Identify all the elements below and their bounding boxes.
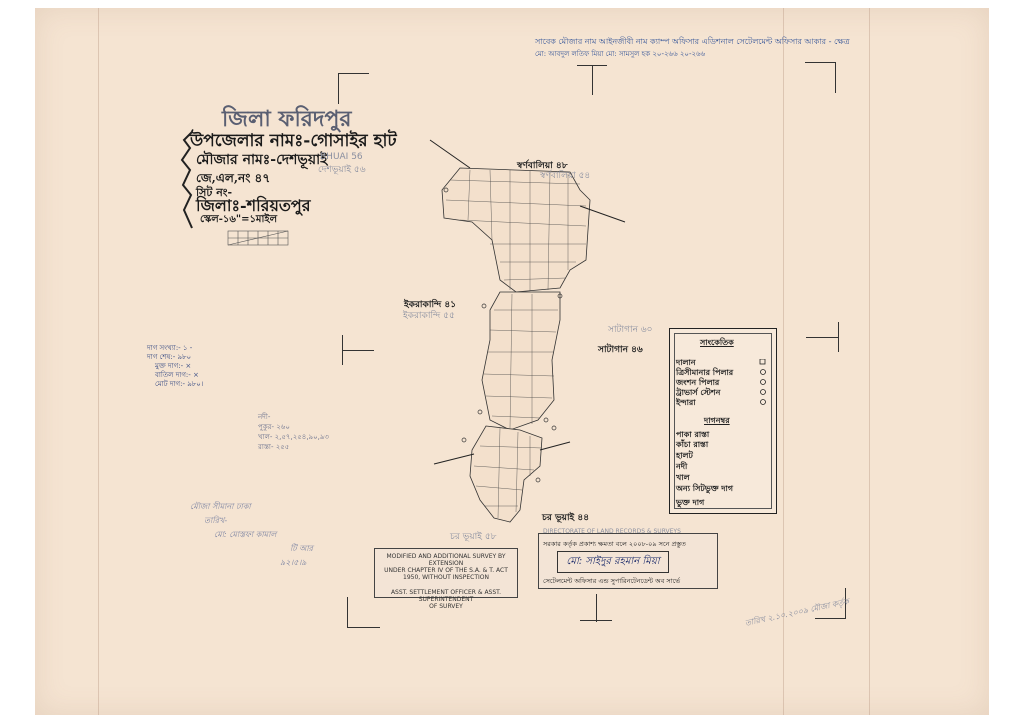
crop-mark: [805, 62, 836, 93]
legend-item: অন্য সিটভুক্ত দাগ: [676, 484, 734, 493]
neighbor-west: ইকরাকান্দি ৪১: [404, 300, 457, 310]
crop-mark: [342, 335, 344, 365]
fold-line: [98, 8, 99, 715]
note-line: নদী-: [258, 413, 271, 421]
neighbor-north-alt: স্বর্ণবালিয়া ৫৪: [540, 171, 591, 181]
handwritten-notes: মৌজা সীমানা ঢাকা তারিখ- মো: মোস্তফা কামা…: [190, 500, 313, 570]
approval-stamp-right: DIRECTORATE OF LAND RECORDS & SURVEYS সর…: [538, 528, 718, 589]
neighbor-east: সাটাগান ৪৬: [598, 345, 643, 355]
legend-item: ইন্দারা: [676, 398, 696, 407]
district-title-top: জিলা ফরিদপুর: [222, 106, 352, 132]
neighbor-south: চর ভূয়াই ৪৪: [542, 513, 590, 523]
stamp-line: ASST. SETTLEMENT OFFICER & ASST. SUPERIN…: [390, 589, 502, 603]
neighbor-west-alt: ইকরাকান্দি ৫৫: [403, 311, 455, 321]
scale-label: স্কেল-১৬"=১মাইল: [200, 214, 278, 225]
legend-symbols: [759, 359, 766, 405]
upazila-title: উপজেলার নামঃ-গোসাইর হাট: [190, 131, 397, 151]
handwritten-line: টি আর: [290, 544, 313, 553]
crop-mark: [338, 73, 369, 104]
sheet-number: সিট নং-: [196, 186, 233, 199]
parcel-stats: দাগ সংখ্যা:- ১ - দাগ শেষ:- ৯৮০ মুক্ত দাগ…: [147, 344, 203, 389]
crop-mark: [592, 65, 594, 95]
stamp-line: 1950, WITHOUT INSPECTION: [403, 574, 489, 581]
crop-mark: [347, 597, 380, 628]
legend-item: ভুক্ত দাগ: [676, 498, 705, 507]
stat-line: মোট দাগ:- ৯৮০।: [155, 380, 204, 388]
neighbor-south-alt: চর ভূয়াই ৫৮: [450, 532, 497, 542]
note-line: পুকুর- ২৬০: [258, 423, 290, 431]
legend-title: সাংকেতিক: [700, 338, 734, 347]
neighbor-north: স্বর্ণবালিয়া ৪৮: [517, 161, 568, 171]
stamp-line: UNDER CHAPTER IV OF THE S.A. & T. ACT: [384, 567, 508, 574]
survey-stamp-left: MODIFIED AND ADDITIONAL SURVEY BY EXTENS…: [374, 548, 518, 610]
land-type-notes: নদী- পুকুর- ২৬০ খাল- ২,৫৭,২৫৪,৯০,৯৩ রাস্…: [258, 412, 329, 452]
handwritten-line: ৯২।৫।৯: [280, 558, 307, 567]
crop-mark: [596, 594, 598, 622]
header-line-1: সাবেক মৌজার নাম আইনজীবী নাম ক্যাম্প অফিস…: [535, 37, 850, 46]
fold-line: [783, 8, 784, 715]
handwritten-line: মৌজা সীমানা ঢাকা: [190, 502, 251, 511]
scale-bar: [227, 230, 289, 246]
legend-frame: [674, 333, 772, 509]
stamp-faint: DIRECTORATE OF LAND RECORDS & SURVEYS: [543, 528, 681, 535]
stamp-bottom: সেটেলমেন্ট অফিসার এন্ড সুপারিনটেনডেন্ট অ…: [543, 577, 681, 585]
neighbor-east-alt: সাটাগান ৬০: [608, 325, 653, 335]
stamp-top: সরকার কর্তৃক প্রকাশ্য ক্ষমতা বলে ২০০৮-০৯…: [543, 540, 686, 548]
mouza-map: [429, 139, 626, 523]
header-line-2: মো: আবদুল লতিফ মিয়া মো: সামসুল হক ২০-২৬…: [535, 50, 706, 58]
district-title: জিলাঃ-শরিয়তপুর: [196, 196, 311, 215]
faint-bengali-name: দেশভূয়াই ৫৬: [318, 165, 366, 175]
stamp-line: MODIFIED AND ADDITIONAL SURVEY BY EXTENS…: [386, 553, 506, 567]
legend-item: খাল: [676, 473, 690, 482]
stat-line: দাগ শেষ:- ৯৮০: [147, 353, 192, 361]
handwritten-line: তারিখ-: [204, 516, 228, 525]
legend-item: জংশন পিলার: [676, 378, 720, 387]
mouza-title: মৌজার নামঃ-দেশভূয়াই: [196, 152, 328, 168]
map-legend: সাংকেতিক দালান ত্রিসীমানার পিলার জংশন পি…: [669, 328, 777, 514]
legend-subtitle: দাগনম্বর: [704, 416, 730, 425]
crop-mark: [815, 588, 846, 619]
stamp-line: OF SURVEY: [429, 603, 463, 610]
legend-item: পাকা রাস্তা: [676, 430, 710, 439]
legend-item: ত্রিসীমানার পিলার: [676, 368, 734, 377]
crop-mark: [342, 350, 374, 351]
note-line: রাস্তা- ২৫৫: [258, 443, 290, 451]
title-bracket: [180, 131, 193, 229]
note-line: খাল- ২,৫৭,২৫৪,৯০,৯৩: [258, 433, 329, 441]
legend-item: নদী: [676, 462, 688, 471]
legend-item: দালান: [676, 358, 696, 367]
crop-mark: [806, 337, 838, 338]
legend-item: হালট: [676, 451, 693, 460]
officer-signature: মো: সাইদুর রহমান মিয়া: [557, 551, 669, 573]
legend-item: ট্রাভার্স স্টেশন: [676, 388, 721, 397]
fold-line: [869, 8, 870, 715]
stat-line: মুক্ত দাগ:- ×: [155, 362, 192, 370]
stat-line: বাতিল দাগ:- ×: [155, 371, 199, 379]
crop-mark: [838, 322, 840, 352]
legend-item: কাঁচা রাস্তা: [676, 440, 709, 449]
jl-number: জে,এল,নং ৪৭: [196, 171, 271, 185]
faint-english-name: BHUAI 56: [320, 152, 363, 162]
handwritten-line: মো: মোস্তফা কামাল: [214, 530, 277, 539]
stat-line: দাগ সংখ্যা:- ১ -: [147, 344, 193, 352]
